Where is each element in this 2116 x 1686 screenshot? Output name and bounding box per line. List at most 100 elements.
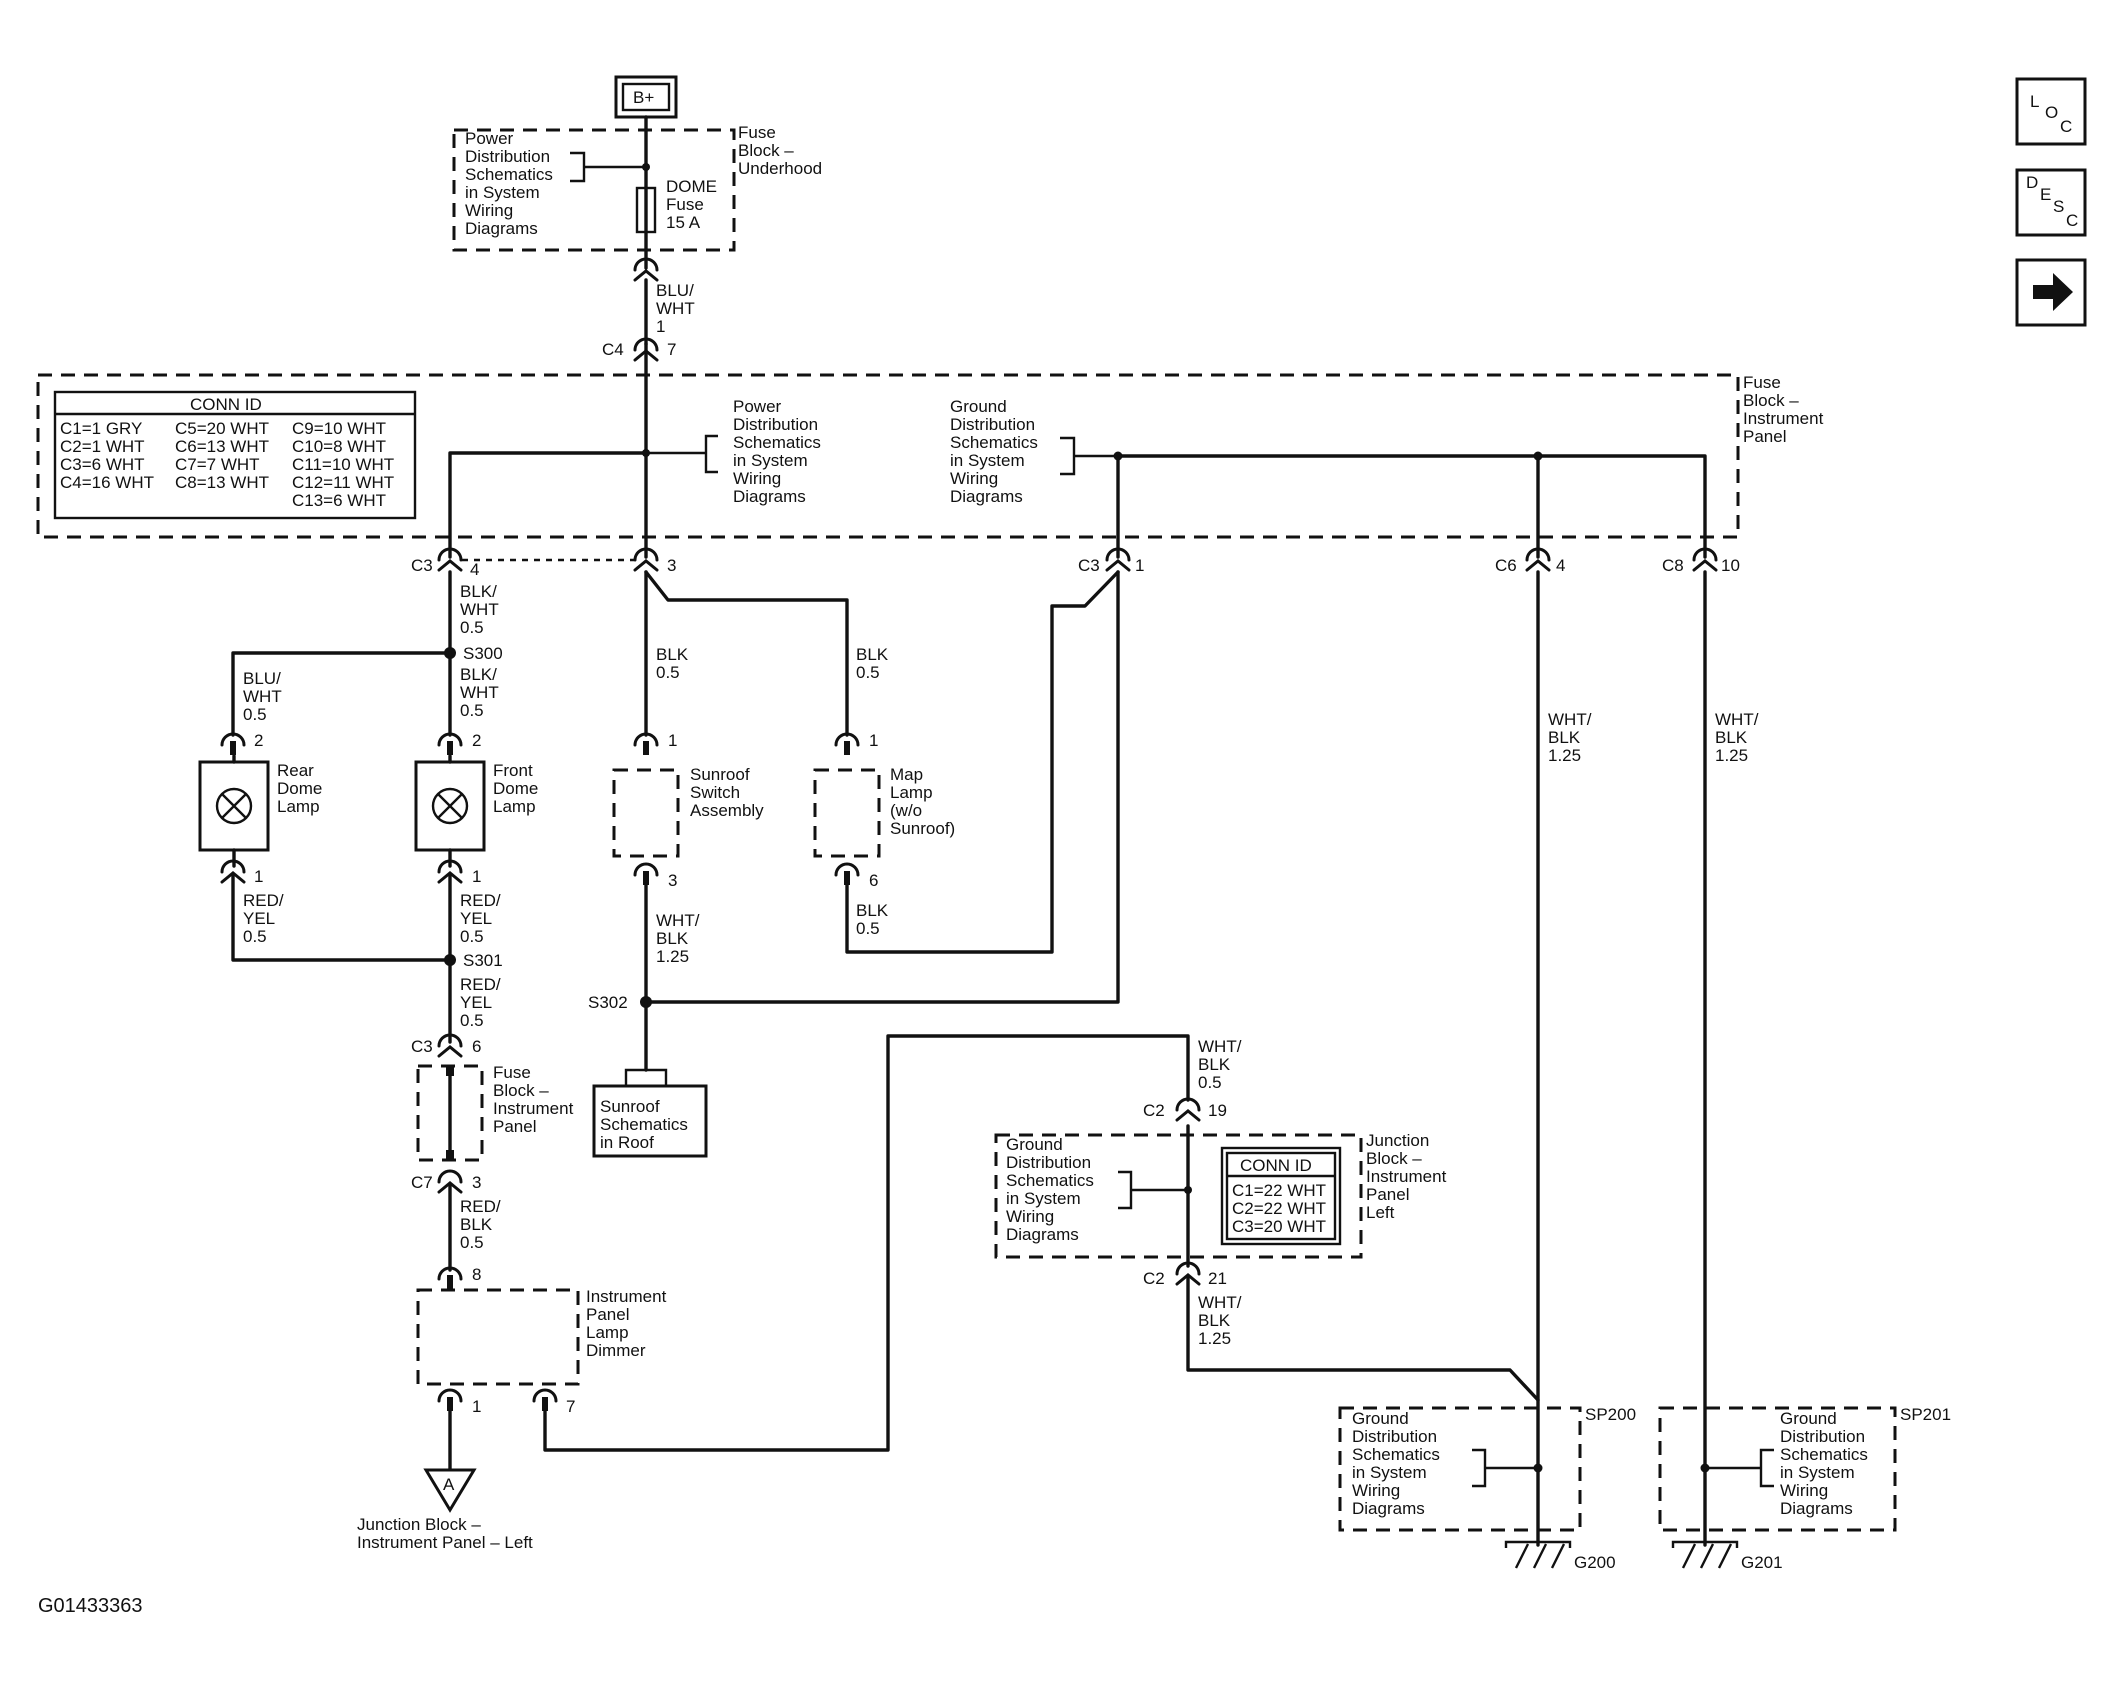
- pin-number: 10: [1721, 556, 1740, 575]
- component-title: Fuse: [738, 123, 776, 142]
- ground-ref-text: Schematics: [1780, 1445, 1868, 1464]
- pin-number: 2: [472, 731, 481, 750]
- power-ref-text: Wiring: [465, 201, 513, 220]
- ground-ref-text: Diagrams: [1006, 1225, 1079, 1244]
- power-ref-text: Diagrams: [465, 219, 538, 238]
- wire-color: BLK: [856, 901, 889, 920]
- component-title: Instrument: [1743, 409, 1824, 428]
- ref-letter: A: [443, 1475, 455, 1494]
- power-ref-text: Distribution: [733, 415, 818, 434]
- ground-ref-text: Ground: [1780, 1409, 1837, 1428]
- component-title: Fuse: [493, 1063, 531, 1082]
- wire-color: BLK: [856, 645, 889, 664]
- conn-id-entry: C5=20 WHT: [175, 419, 269, 438]
- ground-ref-text: Wiring: [950, 469, 998, 488]
- component-title: Switch: [690, 783, 740, 802]
- power-ref-text: Diagrams: [733, 487, 806, 506]
- b-plus-label: B+: [633, 88, 654, 107]
- component-title: Lamp: [493, 797, 536, 816]
- ground-ref-text: Diagrams: [1780, 1499, 1853, 1518]
- ground-icon: [1671, 1540, 1739, 1569]
- wire-color: BLK: [460, 1215, 493, 1234]
- ground-ref-text: Distribution: [1780, 1427, 1865, 1446]
- pin-number: 3: [472, 1173, 481, 1192]
- fuse-block-instrument-panel: Fuse Block – Instrument Panel CONN ID C1…: [36, 342, 1824, 559]
- ground-ref-text: Distribution: [950, 415, 1035, 434]
- front-dome-lamp: [414, 754, 486, 868]
- ground-ref-text: Diagrams: [1352, 1499, 1425, 1518]
- power-ref-text: Power: [465, 129, 514, 148]
- conn-id-entry: C1=22 WHT: [1232, 1181, 1326, 1200]
- wire-color: WHT: [460, 600, 499, 619]
- pin-number: 2: [254, 731, 263, 750]
- conn-id-entry: C11=10 WHT: [292, 455, 394, 474]
- pin-number: 21: [1208, 1269, 1227, 1288]
- power-ref-text: Power: [733, 397, 782, 416]
- ref-text: Junction Block –: [357, 1515, 481, 1534]
- wire-gauge: 1.25: [1198, 1329, 1231, 1348]
- connector-label: C3: [411, 1037, 433, 1056]
- pin-number: 1: [472, 867, 481, 886]
- splice-label: SP201: [1900, 1405, 1951, 1424]
- wire-color: BLU/: [656, 281, 694, 300]
- ground-ref-text: Distribution: [1352, 1427, 1437, 1446]
- component-title: Dome: [493, 779, 538, 798]
- component-title: Sunroof: [690, 765, 750, 784]
- wire-color: BLK: [1548, 728, 1581, 747]
- conn-id-header: CONN ID: [1240, 1156, 1312, 1175]
- ground-ref-text: Distribution: [1006, 1153, 1091, 1172]
- fuse-name: Fuse: [666, 195, 704, 214]
- connector-icon: [633, 732, 659, 757]
- wire-color: BLK: [656, 645, 689, 664]
- splice-label: S301: [463, 951, 503, 970]
- component-title: Sunroof): [890, 819, 955, 838]
- conn-id-entry: C3=20 WHT: [1232, 1217, 1326, 1236]
- wire-color: BLK: [1715, 728, 1748, 747]
- sunroof-schematics-ref: Sunroof Schematics in Roof: [592, 1084, 708, 1158]
- component-title: Front: [493, 761, 533, 780]
- junction-conn-id-table: CONN ID C1=22 WHT C2=22 WHT C3=20 WHT: [1220, 1146, 1342, 1246]
- wire-gauge: 0.5: [460, 1233, 484, 1252]
- desc-button[interactable]: D E S C: [2015, 168, 2087, 237]
- loc-button[interactable]: L O C: [2015, 77, 2087, 146]
- ref-text: Instrument Panel – Left: [357, 1533, 533, 1552]
- wire-color: BLK: [1198, 1311, 1231, 1330]
- power-ref-text: Distribution: [465, 147, 550, 166]
- wire-gauge: 0.5: [856, 919, 880, 938]
- component-title: Panel: [586, 1305, 629, 1324]
- wire-gauge: 1.25: [1548, 746, 1581, 765]
- conn-id-entry: C8=13 WHT: [175, 473, 269, 492]
- lamp-icon: [431, 787, 469, 825]
- wire-color: RED/: [243, 891, 284, 910]
- pin-number: 6: [472, 1037, 481, 1056]
- pin-number: 3: [668, 871, 677, 890]
- wire-color: WHT: [656, 299, 695, 318]
- wire-color: WHT/: [1715, 710, 1759, 729]
- component-title: Panel: [1366, 1185, 1409, 1204]
- wire-color: WHT/: [656, 911, 700, 930]
- power-ref-text: Wiring: [733, 469, 781, 488]
- wire-gauge: 1.25: [1715, 746, 1748, 765]
- connector-icon: [633, 862, 659, 887]
- conn-id-table: CONN ID C1=1 GRY C2=1 WHT C3=6 WHT C4=16…: [53, 390, 417, 520]
- component-title: Underhood: [738, 159, 822, 178]
- splice-label: S302: [588, 993, 628, 1012]
- pin-number: 1: [668, 731, 677, 750]
- wire-color: WHT: [460, 683, 499, 702]
- component-title: Instrument: [493, 1099, 574, 1118]
- connector-label: C3: [1078, 556, 1100, 575]
- connector-label: C2: [1143, 1101, 1165, 1120]
- conn-id-entry: C6=13 WHT: [175, 437, 269, 456]
- wire-color: YEL: [460, 909, 492, 928]
- ref-text: in Roof: [600, 1133, 654, 1152]
- ground-ref-text: Wiring: [1006, 1207, 1054, 1226]
- ground-ref-text: in System: [1780, 1463, 1855, 1482]
- wire-color: YEL: [460, 993, 492, 1012]
- next-button[interactable]: [2015, 258, 2087, 327]
- wire-color: BLK: [1198, 1055, 1231, 1074]
- wire-gauge: 0.5: [460, 618, 484, 637]
- connector-icon: [220, 732, 246, 757]
- loc-letter: C: [2060, 117, 2072, 136]
- component-title: Dimmer: [586, 1341, 646, 1360]
